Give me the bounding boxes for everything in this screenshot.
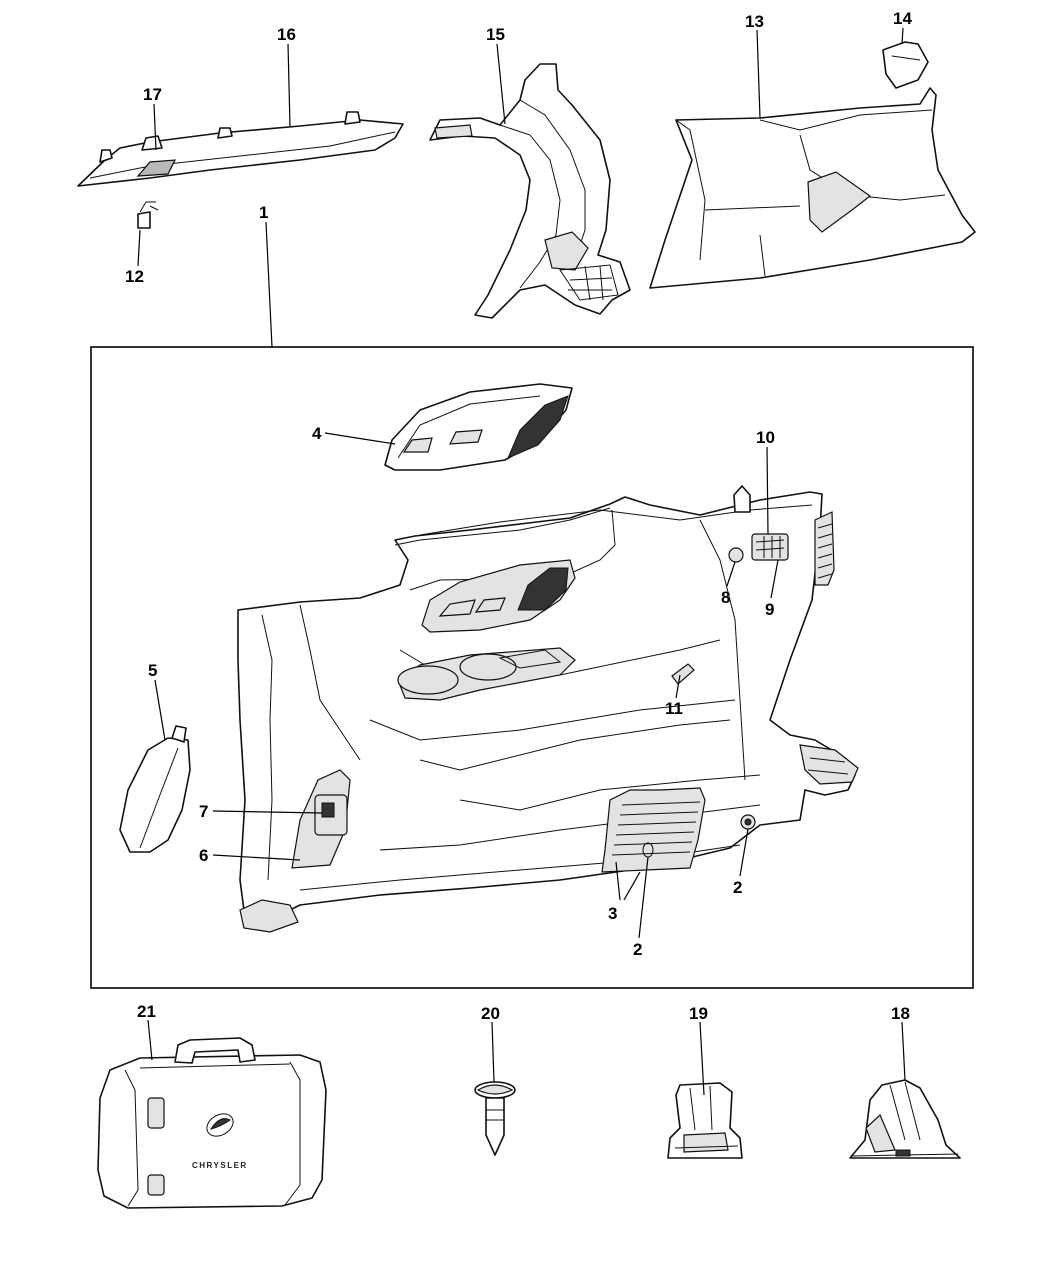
callout-4: 4	[312, 424, 322, 443]
part-4-bezel	[384, 383, 573, 471]
part-19-clip	[667, 1082, 743, 1159]
callout-3: 3	[608, 904, 617, 923]
part-16-upper-trim	[77, 111, 404, 187]
part-21-kit-case: CHRYSLER	[97, 1037, 327, 1209]
kit-logo-text: CHRYSLER	[192, 1161, 248, 1170]
callout-6: 6	[199, 846, 208, 865]
callout-12: 12	[125, 267, 144, 286]
callout-20: 20	[481, 1004, 500, 1023]
part-5-cover	[119, 725, 191, 853]
callout-17: 17	[143, 85, 162, 104]
part-14-cap	[882, 41, 929, 89]
callout-8: 8	[721, 588, 730, 607]
callout-19: 19	[689, 1004, 708, 1023]
part-15-pillar-trim	[429, 63, 631, 319]
callout-14: 14	[893, 9, 912, 28]
callout-2-lower: 2	[633, 940, 642, 959]
leader-lines	[137, 27, 906, 1096]
callout-11: 11	[665, 699, 683, 718]
callout-2-right: 2	[733, 878, 742, 897]
main-quarter-panel	[237, 485, 859, 933]
callout-18: 18	[891, 1004, 910, 1023]
callout-16: 16	[277, 25, 296, 44]
callout-5: 5	[148, 661, 157, 680]
callout-21: 21	[137, 1002, 156, 1021]
callout-15: 15	[486, 25, 505, 44]
assembly-1-frame	[90, 346, 974, 989]
part-13-quarter-trim	[649, 87, 976, 289]
callout-10: 10	[756, 428, 775, 447]
part-18-clip	[849, 1079, 961, 1159]
callout-1: 1	[259, 203, 268, 222]
callout-7: 7	[199, 802, 208, 821]
part-12-clip	[137, 201, 159, 229]
callout-9: 9	[765, 600, 774, 619]
callout-labels: 16 17 12 15 13 14 1 4 10 8 9 11 5 7 6 3 …	[125, 9, 912, 1023]
callout-13: 13	[745, 12, 764, 31]
part-20-push-pin	[474, 1081, 516, 1156]
